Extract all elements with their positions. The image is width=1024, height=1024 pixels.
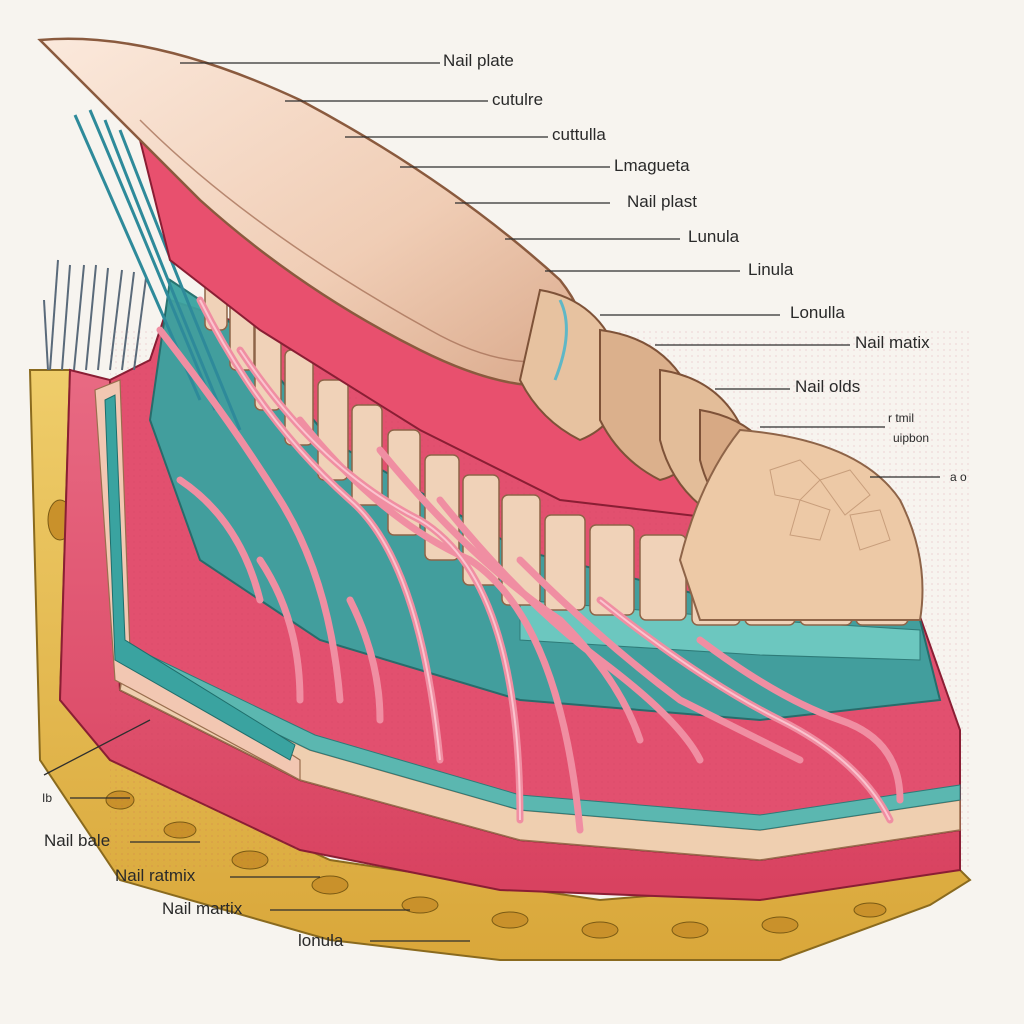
label-nail-plast: Nail plast: [627, 192, 697, 211]
label-lonula: lonula: [298, 931, 344, 950]
label-nail-bale: Nail bale: [44, 831, 111, 850]
label-linula: Linula: [748, 260, 794, 279]
label-uipbon: uipbon: [893, 431, 930, 445]
label-nail-ratmix: Nail ratmix: [115, 866, 196, 885]
label-a-o: a o: [950, 470, 967, 484]
label-ib: Ib: [42, 791, 53, 805]
label-nail-olds: Nail olds: [795, 377, 861, 396]
label-nail-martix: Nail martix: [162, 899, 243, 918]
left-wall-layers: [94, 379, 301, 782]
label-r-tmil: r tmil: [888, 411, 914, 425]
label-nail-matix: Nail matix: [855, 333, 930, 352]
label-cuttulla: cuttulla: [552, 125, 606, 144]
vessel-highlights: [199, 299, 891, 821]
label-cuticle: cutulre: [492, 90, 544, 109]
basal-teal-band: [124, 644, 961, 831]
label-lmagueta: Lmagueta: [614, 156, 690, 175]
label-lonulla: Lonulla: [790, 303, 845, 322]
hair-shafts: [43, 259, 147, 371]
pad-texture: [769, 459, 891, 551]
nail-plate-edge: [139, 119, 561, 363]
label-nail-plate: Nail plate: [443, 51, 514, 70]
label-lunula: Lunula: [688, 227, 740, 246]
leader-lines: [43, 62, 940, 942]
fingertip-pad: [678, 428, 924, 621]
